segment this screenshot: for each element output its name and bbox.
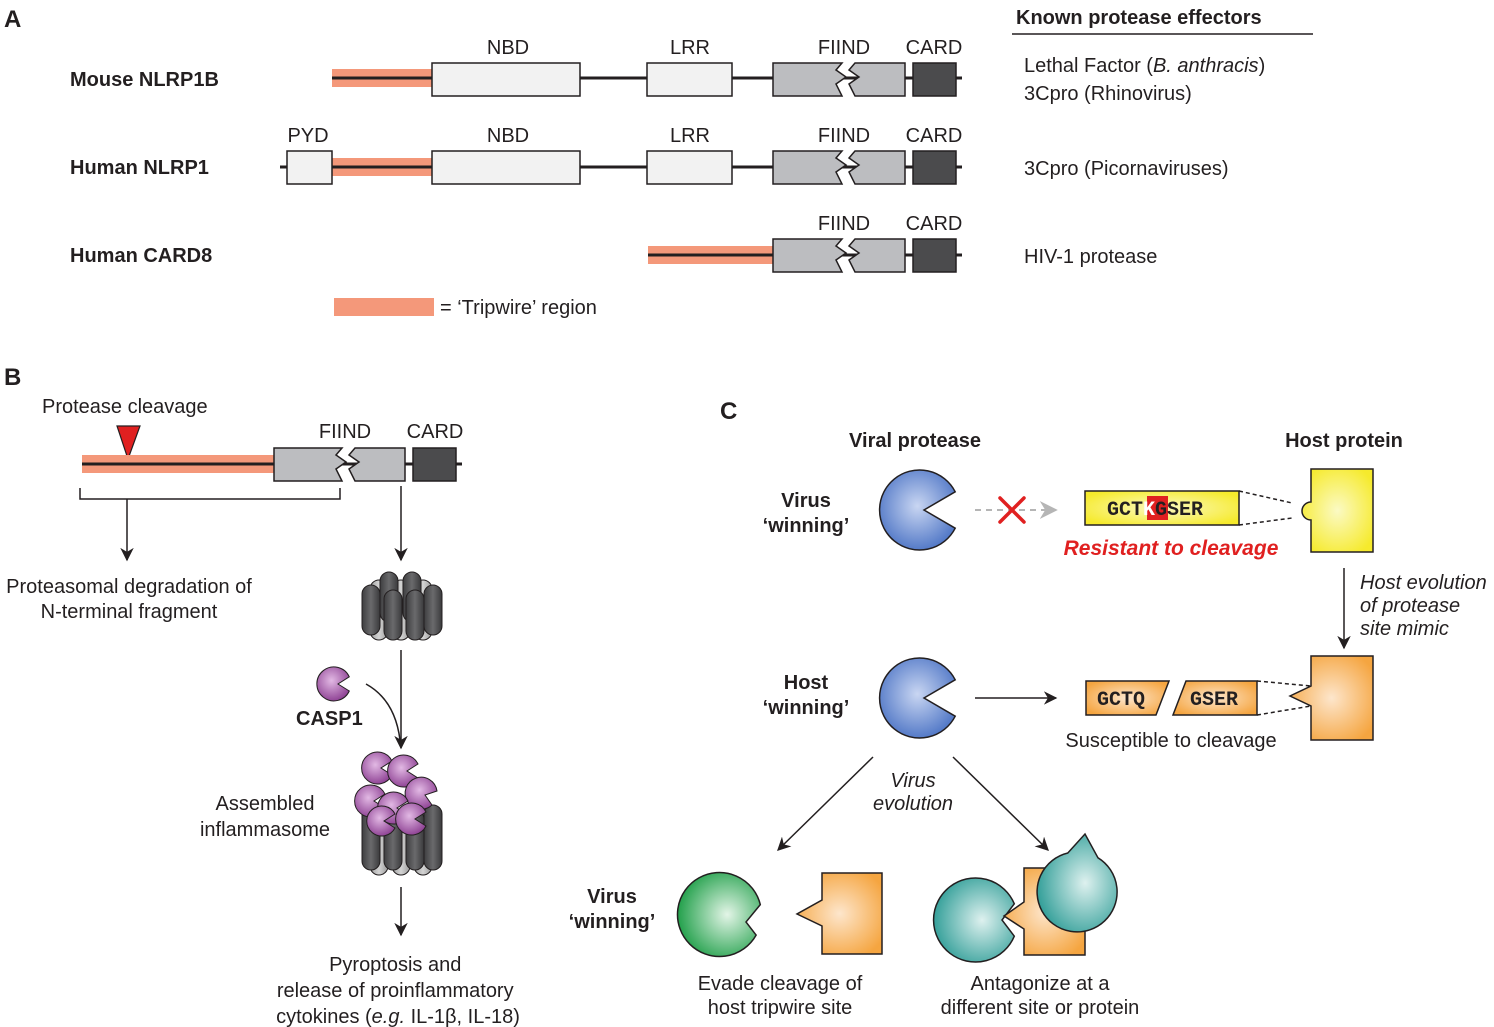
zoom-line — [1256, 705, 1312, 716]
tripwire-legend-swatch — [334, 298, 434, 316]
host-protein-orange-icon — [795, 872, 883, 955]
resistant-sequence: GCTKGSER — [1107, 499, 1203, 522]
viral-protease-heading: Viral protease — [849, 430, 981, 452]
card-domain — [412, 447, 457, 482]
assembled-inflammasome-icon — [354, 751, 443, 876]
fiind-domain-left — [772, 238, 848, 273]
fiind-domain-right — [847, 62, 906, 97]
nbd-label: NBD — [487, 37, 529, 59]
virus-winning-label-bottom: Virus‘winning’ — [569, 886, 656, 933]
fiind-domain-left — [273, 447, 348, 482]
tripwire-legend-label: = ‘Tripwire’ region — [440, 297, 597, 319]
lrr-domain — [646, 62, 733, 97]
human-card8-label: Human CARD8 — [70, 245, 212, 267]
antagonist-protease-teal-icon — [932, 877, 1016, 963]
lrr-label: LRR — [670, 125, 710, 147]
effector-3cpro-rhinovirus: 3Cpro (Rhinovirus) — [1024, 83, 1192, 105]
card-label: CARD — [906, 37, 963, 59]
virus-winning-label: Virus‘winning’ — [763, 490, 850, 537]
host-protein-yellow-icon — [1301, 468, 1374, 553]
antagonist-protease-teal-icon — [1036, 832, 1118, 933]
lrr-label: LRR — [670, 37, 710, 59]
human-nlrp1-label: Human NLRP1 — [70, 157, 209, 179]
panel-c-letter: C — [720, 398, 737, 425]
casp1-recruitment-arrow — [365, 683, 401, 741]
panel-a: A Known protease effectors Mouse NLRP1B … — [4, 6, 1313, 319]
fiind-label: FIIND — [818, 37, 870, 59]
inflammasome-complex-icon — [361, 571, 443, 641]
panel-a-letter: A — [4, 6, 21, 33]
fiind-label: FIIND — [818, 125, 870, 147]
susceptible-sequence-right: GSER — [1190, 689, 1238, 712]
blocked-x-icon — [998, 496, 1026, 524]
pyroptosis-label: Pyroptosis and release of proinflammator… — [276, 954, 520, 1027]
card-domain — [912, 150, 957, 185]
card-label: CARD — [906, 213, 963, 235]
human-nlrp1-row: Human NLRP1 PYD NBD LRR FIIND CARD 3Cpro… — [70, 125, 1229, 185]
host-protein-heading: Host protein — [1285, 430, 1403, 452]
susceptible-sequence-left: GCTQ — [1097, 689, 1145, 712]
effector-lethal-factor: Lethal Factor (B. anthracis) — [1024, 55, 1265, 77]
fiind-domain-left — [772, 62, 848, 97]
fiind-label: FIIND — [319, 421, 371, 443]
effectors-header: Known protease effectors — [1016, 7, 1262, 29]
host-protein-orange-icon — [1288, 655, 1374, 741]
nbd-domain — [431, 62, 581, 97]
zoom-line — [1238, 517, 1293, 526]
zoom-line — [1256, 680, 1312, 687]
panel-c: C Viral protease Host protein Virus‘winn… — [569, 398, 1487, 1019]
mouse-nlrp1b-label: Mouse NLRP1B — [70, 69, 219, 91]
mouse-nlrp1b-row: Mouse NLRP1B NBD LRR FIIND CARD Lethal F… — [70, 37, 1265, 105]
lrr-domain — [646, 150, 733, 185]
fiind-domain-right — [347, 447, 406, 482]
resistant-label: Resistant to cleavage — [1064, 537, 1279, 560]
panel-b-letter: B — [4, 364, 21, 391]
evolution-arrow-right — [952, 756, 1049, 851]
n-terminal-fragment-bracket — [79, 488, 341, 500]
pyd-label: PYD — [287, 125, 328, 147]
human-card8-row: Human CARD8 FIIND CARD HIV-1 protease — [70, 213, 1157, 273]
effector-3cpro-picornavirus: 3Cpro (Picornaviruses) — [1024, 158, 1229, 180]
susceptible-label: Susceptible to cleavage — [1065, 730, 1276, 752]
host-winning-label: Host‘winning’ — [763, 672, 850, 719]
nbd-domain — [431, 150, 581, 185]
card-domain — [912, 238, 957, 273]
viral-protease-icon — [878, 657, 957, 739]
evolved-protease-green-icon — [676, 871, 762, 958]
nbd-label: NBD — [487, 125, 529, 147]
resistant-residue-highlight — [1147, 496, 1168, 520]
pyd-domain — [286, 150, 333, 185]
evolution-arrow-left — [777, 756, 874, 851]
protease-cleavage-label: Protease cleavage — [42, 396, 208, 418]
panel-b: B Protease cleavage FIIND CARD Proteasom… — [4, 364, 520, 1027]
effector-hiv1-protease: HIV-1 protease — [1024, 246, 1157, 268]
cleaved-site-left — [1085, 680, 1171, 716]
zoom-line — [1238, 490, 1293, 504]
viral-protease-icon — [878, 469, 957, 551]
card-label: CARD — [906, 125, 963, 147]
fiind-domain-right — [847, 150, 906, 185]
cleavage-site-triangle — [116, 425, 141, 461]
fiind-domain-right — [847, 238, 906, 273]
fiind-domain-left — [772, 150, 848, 185]
card-domain — [912, 62, 957, 97]
casp1-label: CASP1 — [296, 708, 363, 730]
fiind-label: FIIND — [818, 213, 870, 235]
casp1-icon — [316, 666, 350, 702]
card-label: CARD — [407, 421, 464, 443]
